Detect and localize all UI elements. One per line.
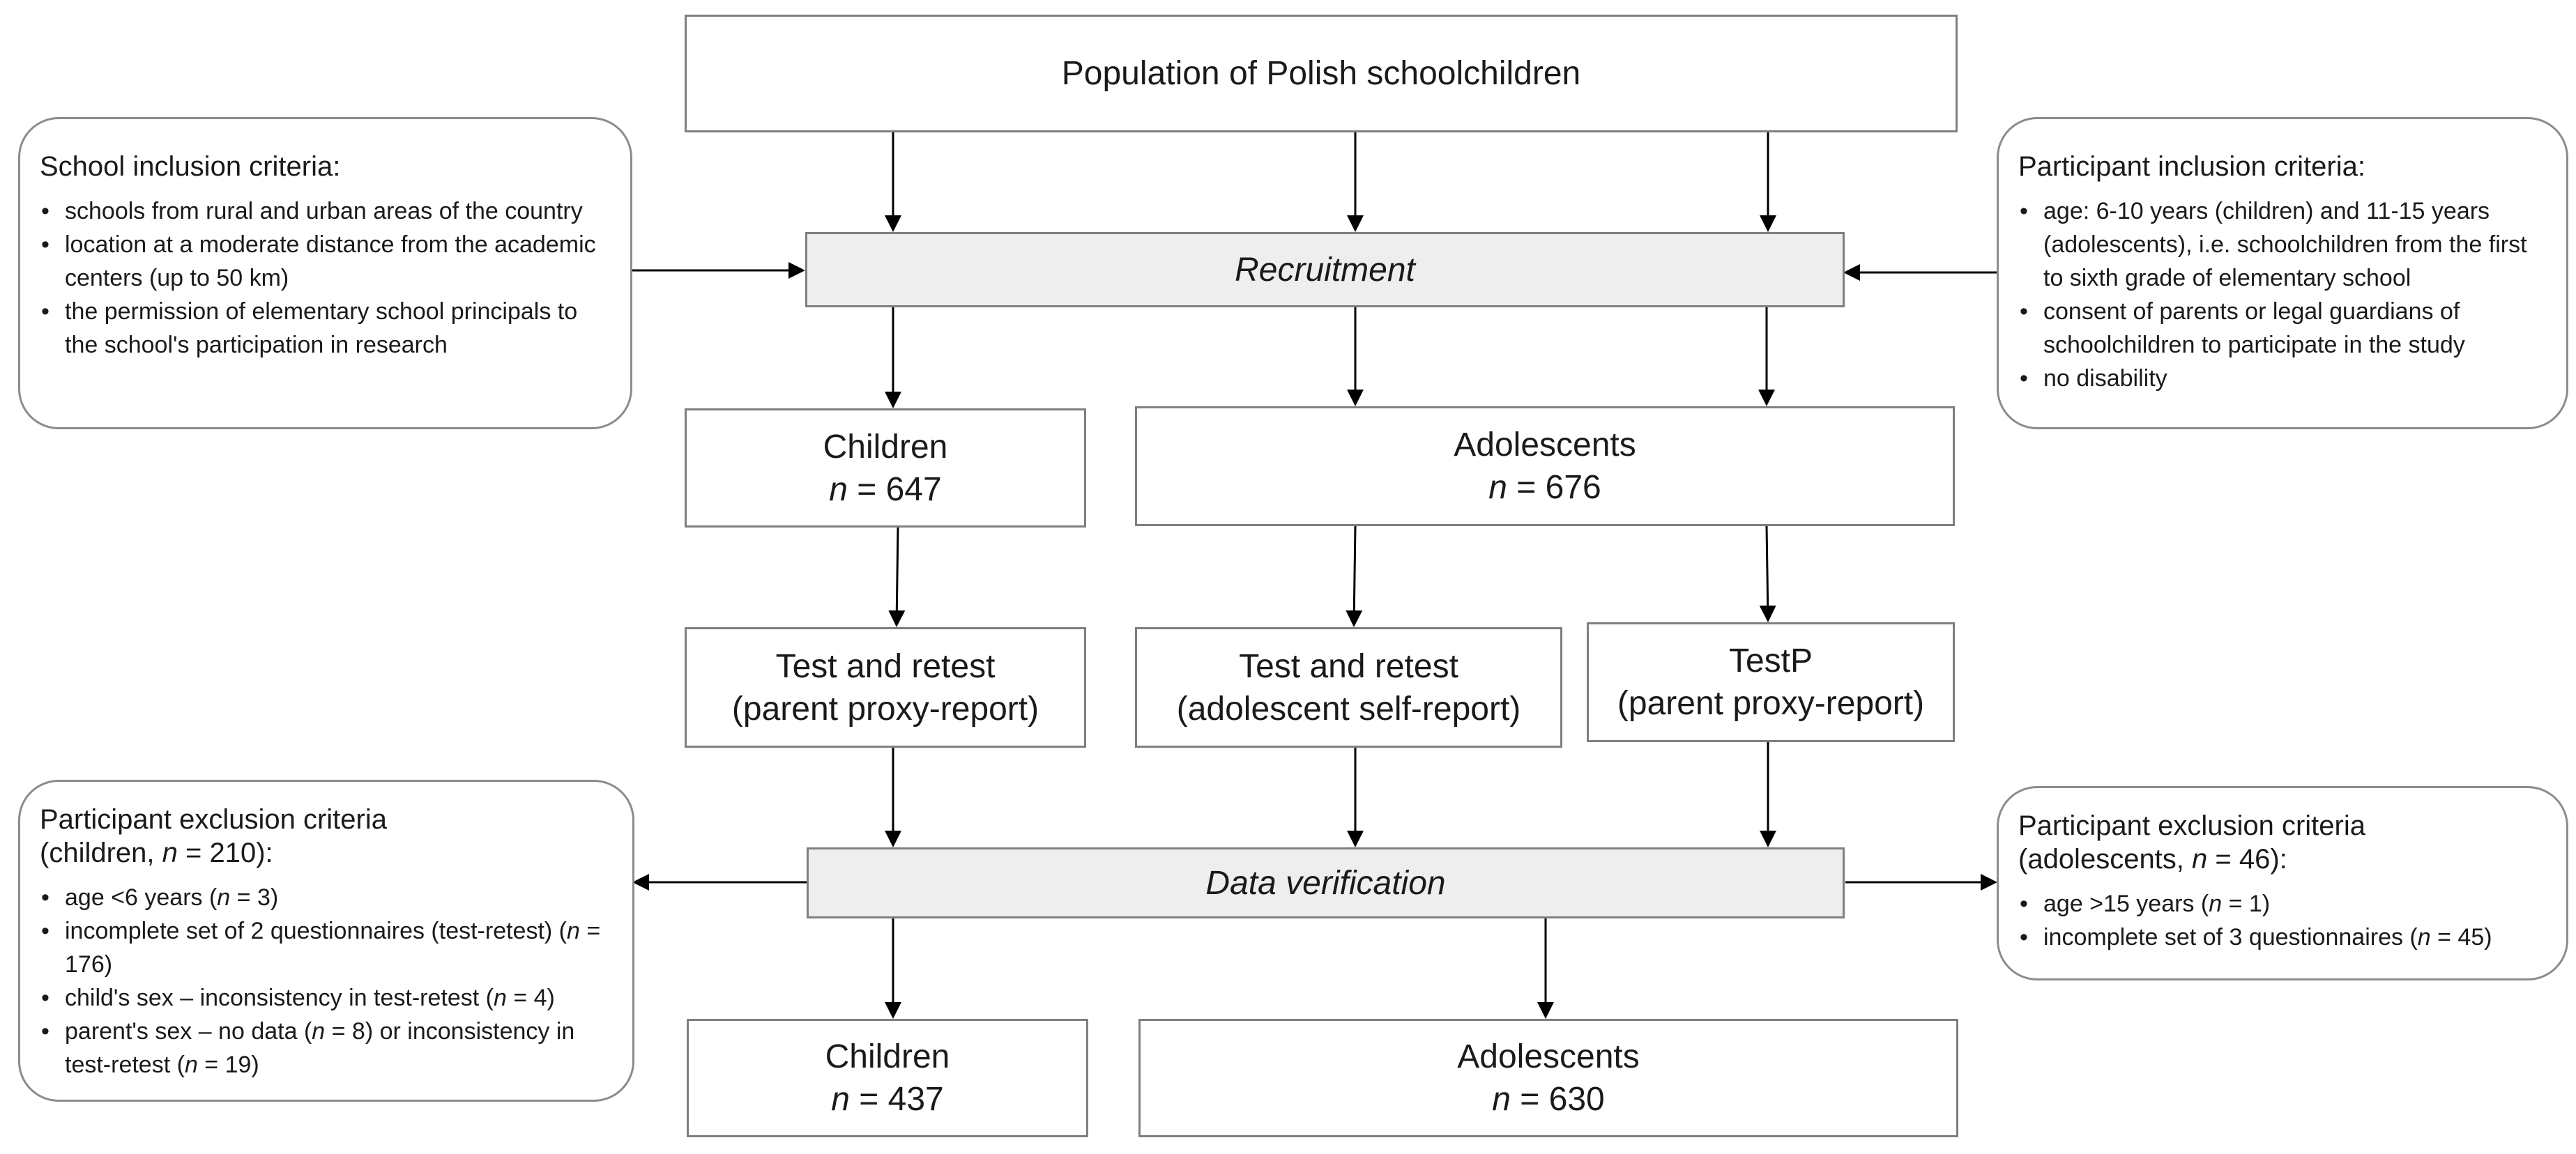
- exclusion-children-box: Participant exclusion criteria (children…: [18, 780, 634, 1102]
- adolescents-initial-label: Adolescents: [1454, 426, 1636, 463]
- adolescents-final-label: Adolescents: [1457, 1038, 1640, 1075]
- test-adolescents-line1: Test and retest: [1239, 647, 1458, 685]
- list-item: age >15 years (n = 1): [2018, 887, 2550, 921]
- verification-label: Data verification: [1205, 864, 1446, 902]
- arrow-children-to-test: [888, 527, 906, 627]
- arrow-adolescents-to-test: [1346, 525, 1363, 627]
- list-item: child's sex – inconsistency in test-rete…: [40, 981, 616, 1015]
- participant-criteria-title: Participant inclusion criteria:: [2018, 151, 2365, 182]
- recruitment-box: Recruitment: [805, 232, 1845, 307]
- adolescents-initial-count: n = 676: [1488, 469, 1601, 506]
- test-children-line1: Test and retest: [775, 647, 996, 685]
- participant-inclusion-criteria-box: Participant inclusion criteria: age: 6-1…: [1997, 117, 2568, 429]
- children-initial-box: Children n = 647: [685, 408, 1086, 528]
- school-criteria-title: School inclusion criteria:: [40, 151, 341, 182]
- exclusion-adolescents-box: Participant exclusion criteria (adolesce…: [1997, 786, 2568, 980]
- exclusion-adolescents-title: Participant exclusion criteria (adolesce…: [2018, 810, 2365, 875]
- list-item: consent of parents or legal guardians of…: [2018, 295, 2550, 362]
- children-initial-label: Children: [823, 428, 948, 466]
- adolescents-final-count: n = 630: [1492, 1081, 1605, 1118]
- testp-box: TestP (parent proxy-report): [1587, 622, 1955, 742]
- test-children-line2: (parent proxy-report): [731, 690, 1039, 728]
- recruitment-label: Recruitment: [1235, 251, 1415, 288]
- test-retest-adolescents-box: Test and retest (adolescent self-report): [1135, 627, 1562, 748]
- participant-criteria-list: age: 6-10 years (children) and 11-15 yea…: [2018, 194, 2550, 395]
- exclusion-children-list: age <6 years (n = 3) incomplete set of 2…: [40, 881, 616, 1082]
- list-item: incomplete set of 2 questionnaires (test…: [40, 914, 616, 981]
- list-item: the permission of elementary school prin…: [40, 295, 613, 362]
- list-item: parent's sex – no data (n = 8) or incons…: [40, 1015, 616, 1082]
- testp-line2: (parent proxy-report): [1617, 685, 1925, 722]
- list-item: location at a moderate distance from the…: [40, 228, 613, 295]
- children-final-label: Children: [825, 1038, 950, 1075]
- testp-line1: TestP: [1728, 643, 1813, 679]
- data-verification-box: Data verification: [807, 847, 1845, 918]
- list-item: schools from rural and urban areas of th…: [40, 194, 613, 228]
- school-inclusion-criteria-box: School inclusion criteria: schools from …: [18, 117, 632, 429]
- test-retest-children-box: Test and retest (parent proxy-report): [685, 627, 1086, 748]
- arrow-adolescents-to-testp: [1759, 525, 1776, 622]
- list-item: incomplete set of 3 questionnaires (n = …: [2018, 921, 2550, 954]
- exclusion-adolescents-list: age >15 years (n = 1) incomplete set of …: [2018, 887, 2550, 954]
- list-item: age <6 years (n = 3): [40, 881, 616, 914]
- list-item: no disability: [2018, 362, 2550, 395]
- test-adolescents-line2: (adolescent self-report): [1176, 690, 1521, 728]
- school-criteria-list: schools from rural and urban areas of th…: [40, 194, 613, 362]
- exclusion-children-title: Participant exclusion criteria (children…: [40, 804, 387, 868]
- population-label: Population of Polish schoolchildren: [1061, 55, 1581, 92]
- population-box: Population of Polish schoolchildren: [685, 15, 1958, 132]
- list-item: age: 6-10 years (children) and 11-15 yea…: [2018, 194, 2550, 295]
- adolescents-final-box: Adolescents n = 630: [1138, 1019, 1958, 1137]
- children-initial-count: n = 647: [829, 470, 942, 508]
- children-final-box: Children n = 437: [687, 1019, 1088, 1137]
- children-final-count: n = 437: [831, 1081, 944, 1118]
- adolescents-initial-box: Adolescents n = 676: [1135, 406, 1955, 526]
